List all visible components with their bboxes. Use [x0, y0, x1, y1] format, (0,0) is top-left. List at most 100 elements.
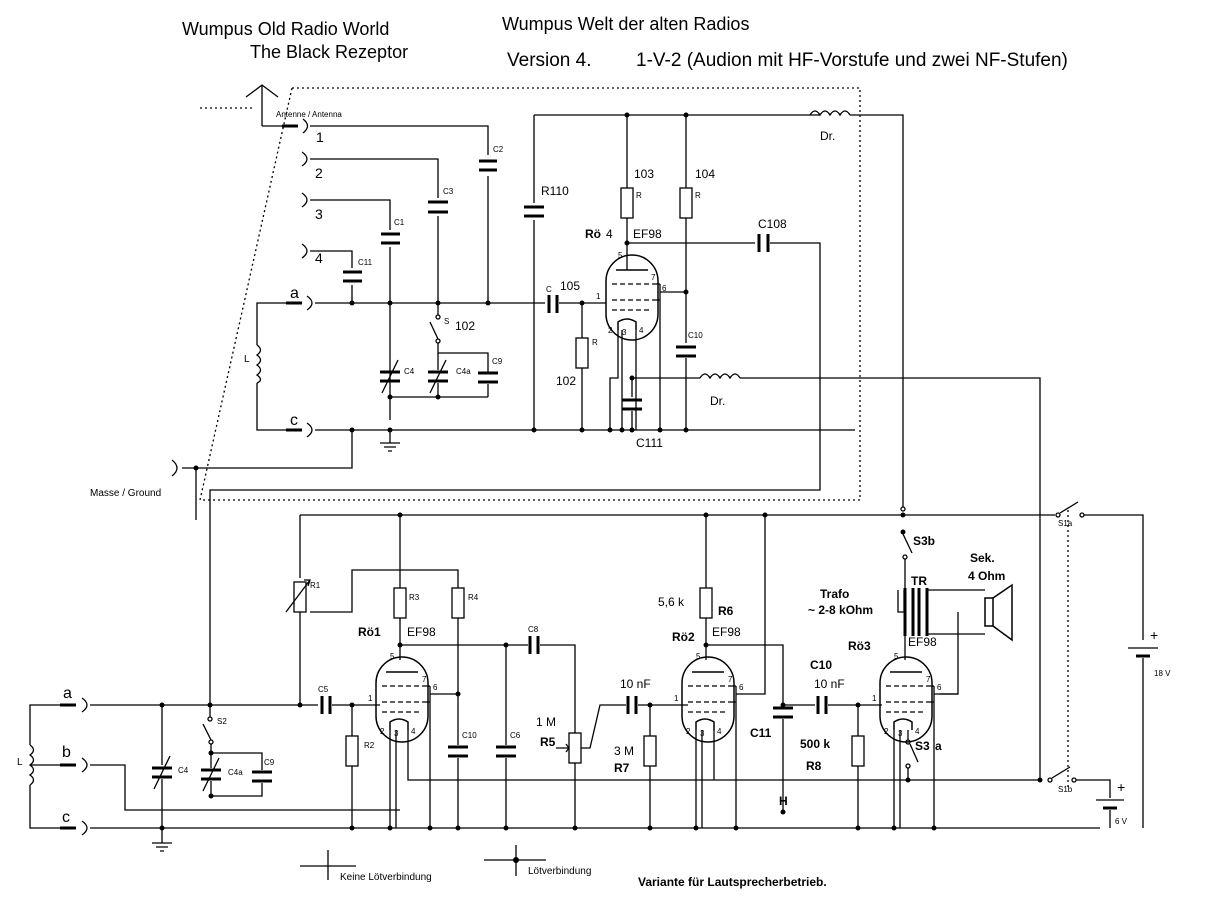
- svg-text:2: 2: [686, 727, 691, 736]
- svg-text:~ 2-8 kOhm: ~ 2-8 kOhm: [808, 603, 873, 617]
- svg-text:C4: C4: [178, 766, 189, 775]
- shield-box: [199, 87, 861, 501]
- switch-s: [429, 314, 441, 344]
- tube-top-ef98: [605, 254, 661, 341]
- svg-text:R3: R3: [409, 593, 420, 602]
- circuit-description: 1-V-2 (Audion mit HF-Vorstufe und zwei N…: [636, 50, 1068, 71]
- svg-text:103: 103: [634, 167, 654, 181]
- junction-dots-bottom: [159, 512, 1043, 831]
- svg-text:4: 4: [717, 727, 722, 736]
- resistor-102: [575, 337, 589, 369]
- top-terminal-c: [286, 422, 313, 438]
- svg-text:7: 7: [926, 675, 931, 684]
- svg-text:4: 4: [639, 326, 644, 335]
- svg-text:C3: C3: [443, 187, 454, 196]
- choke-dr-mid: [699, 373, 741, 380]
- svg-text:6: 6: [433, 683, 438, 692]
- coil-l-top: [255, 344, 262, 384]
- svg-text:R4: R4: [468, 593, 479, 602]
- transformer-tr: [897, 588, 985, 636]
- svg-text:2: 2: [380, 727, 385, 736]
- svg-text:R110: R110: [541, 184, 569, 198]
- resistor-r3: [393, 587, 407, 619]
- svg-text:L: L: [244, 354, 250, 365]
- svg-text:C11: C11: [750, 726, 772, 740]
- svg-text:10 nF: 10 nF: [620, 677, 651, 691]
- svg-text:1: 1: [674, 694, 679, 703]
- svg-text:H: H: [779, 794, 788, 808]
- resistor-r6: [699, 587, 713, 619]
- cap-c11: [343, 270, 362, 283]
- svg-text:S3b: S3b: [913, 534, 935, 548]
- svg-text:S: S: [444, 317, 449, 326]
- svg-text:R1: R1: [310, 581, 321, 590]
- svg-text:EF98: EF98: [908, 635, 937, 649]
- svg-text:+: +: [1150, 627, 1158, 643]
- svg-text:S1b: S1b: [1058, 785, 1073, 794]
- svg-text:Sek.: Sek.: [970, 551, 995, 565]
- svg-text:Rö: Rö: [585, 227, 601, 241]
- svg-text:C2: C2: [493, 145, 504, 154]
- svg-text:Dr.: Dr.: [820, 129, 835, 143]
- tube-ro1-ef98: [375, 656, 431, 743]
- switch-s2: [202, 716, 214, 745]
- cap-c11: [773, 706, 793, 719]
- svg-text:7: 7: [422, 675, 427, 684]
- cap-c10-bottom: [448, 745, 468, 758]
- svg-text:C5: C5: [318, 685, 329, 694]
- antenna-symbol: [245, 84, 282, 127]
- svg-text:C9: C9: [492, 357, 503, 366]
- svg-text:4 Ohm: 4 Ohm: [968, 569, 1005, 583]
- cap-c9-top: [478, 371, 498, 384]
- cap-c7: [626, 696, 638, 714]
- svg-text:1: 1: [596, 292, 601, 301]
- bottom-terminal-c: [60, 820, 88, 836]
- svg-text:Rö3: Rö3: [848, 639, 871, 653]
- svg-text:3 M: 3 M: [614, 744, 634, 758]
- ground-symbol-top: [380, 430, 400, 452]
- svg-text:C10: C10: [462, 731, 477, 740]
- battery-6v: [1096, 799, 1124, 810]
- svg-text:6: 6: [937, 683, 942, 692]
- legend-no-joint-symbol: [300, 850, 356, 880]
- ground-symbol-bottom: [152, 828, 172, 852]
- svg-text:6: 6: [662, 284, 667, 293]
- svg-text:C10: C10: [810, 658, 832, 672]
- svg-text:7: 7: [728, 675, 733, 684]
- bottom-terminal-a: [60, 697, 88, 713]
- title-en-1: Wumpus Old Radio World: [182, 19, 389, 39]
- ground-terminal: [171, 459, 196, 477]
- cap-c9-bottom: [252, 770, 272, 783]
- antenna-label: Antenne / Antenna: [276, 110, 342, 119]
- svg-text:C10: C10: [688, 331, 703, 340]
- svg-text:7: 7: [651, 273, 656, 282]
- svg-text:C111: C111: [636, 436, 663, 450]
- top-terminal-3: [301, 192, 308, 208]
- cap-c111: [622, 398, 642, 411]
- svg-text:R: R: [592, 338, 598, 347]
- svg-text:4: 4: [606, 227, 613, 241]
- svg-text:c: c: [290, 412, 298, 429]
- potentiometer-r5: [556, 732, 582, 764]
- svg-text:5: 5: [894, 652, 899, 661]
- svg-text:3: 3: [622, 328, 627, 337]
- cap-c4-bottom: [152, 755, 172, 790]
- cap-c4a-top: [428, 359, 448, 394]
- svg-text:1: 1: [368, 694, 373, 703]
- resistor-r7: [643, 735, 657, 767]
- cap-c2: [479, 159, 497, 172]
- top-terminal-4: [301, 243, 308, 259]
- svg-text:C4a: C4a: [228, 768, 243, 777]
- legend-no-joint-label: Keine Lötverbindung: [340, 872, 432, 883]
- svg-text:a: a: [63, 685, 72, 702]
- svg-text:R: R: [695, 191, 701, 200]
- version-label: Version 4.: [507, 50, 592, 71]
- svg-text:a: a: [290, 285, 299, 302]
- cap-c6: [496, 745, 516, 758]
- svg-text:R8: R8: [806, 759, 822, 773]
- switch-s1a: [1055, 501, 1085, 518]
- svg-text:Trafo: Trafo: [820, 587, 849, 601]
- top-terminal-a: [286, 295, 313, 311]
- title-en-2: The Black Rezeptor: [250, 42, 408, 62]
- svg-text:102: 102: [556, 374, 576, 388]
